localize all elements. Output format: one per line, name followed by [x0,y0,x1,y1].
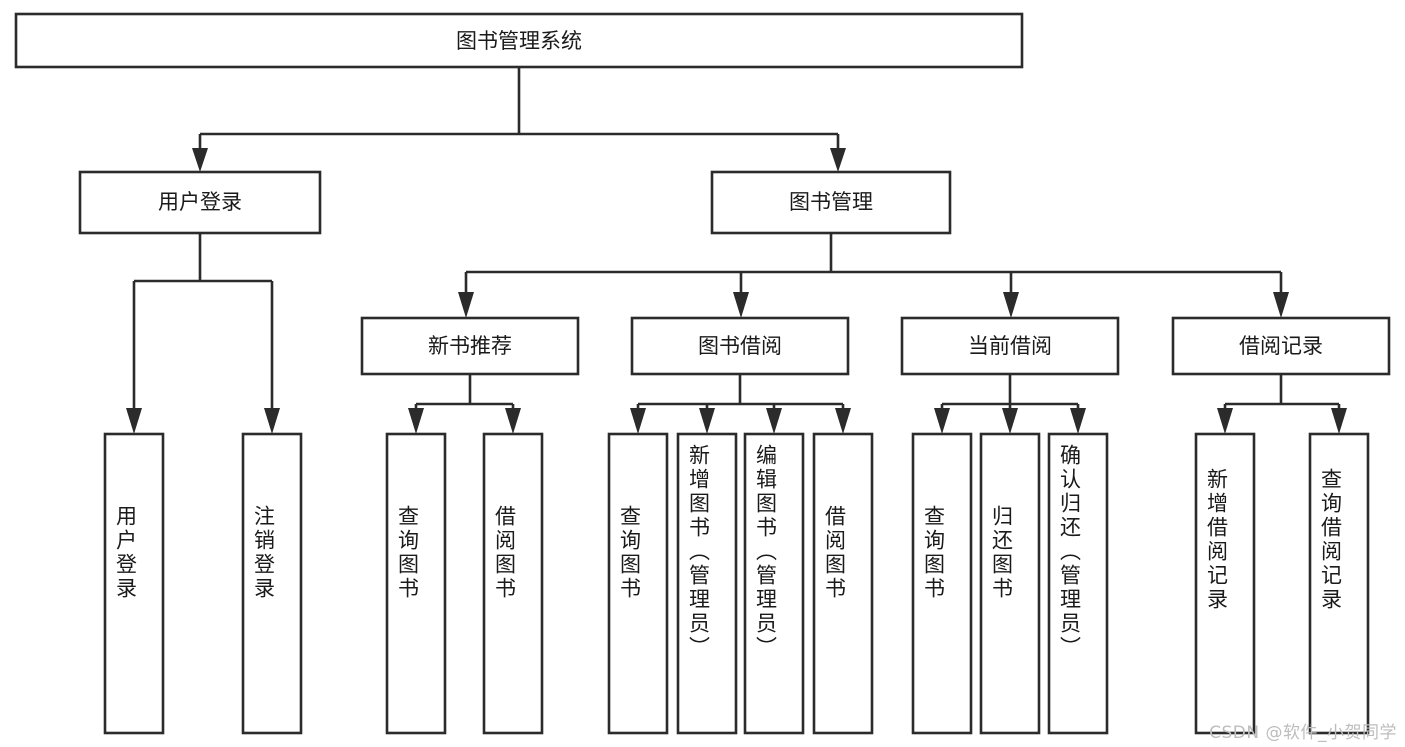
arrow-head-icon [1070,408,1086,434]
arrow-head-icon [1331,408,1347,434]
node-leaf-box-5[interactable] [676,432,738,735]
arrow-head-icon [505,408,521,434]
connector-borrow-to-leaves [636,374,845,412]
arrow-head-icon [934,408,950,434]
node-leaf-box-4[interactable] [607,432,669,735]
node-leaf-box-1[interactable] [241,432,303,735]
arrow-head-icon [830,148,846,172]
arrow-head-icon [458,292,474,318]
arrow-head-icon [1002,408,1018,434]
node-level3-box-3[interactable] [1171,316,1391,376]
connector-bookmgmt-to-level3 [464,233,1283,296]
node-level3-label-1: 图书借阅 [698,334,782,358]
node-level2-label-0: 用户登录 [158,190,242,214]
connector-root-to-level2 [198,67,840,155]
node-root-label: 图书管理系统 [456,29,582,53]
arrow-head-icon [835,408,851,434]
connector-record-to-leaves [1223,374,1341,412]
node-leaf-box-11[interactable] [1194,432,1256,735]
node-level2-box-0[interactable] [78,170,322,235]
watermark-label: CSDN @软件_小贺同学 [1209,723,1397,743]
node-leaf-box-9[interactable] [979,432,1041,735]
node-leaf-label-7: 借阅图书 [822,505,847,601]
arrow-head-icon [1273,292,1289,318]
node-leaf-label-2: 查询图书 [395,505,420,601]
node-leaf-label-4: 查询图书 [617,505,642,601]
node-leaf-label-12: 查询借阅记录 [1318,468,1343,612]
node-leaf-label-1: 注销登录 [251,505,276,601]
arrow-head-icon [699,408,715,434]
node-leaf-label-9: 归还图书 [989,505,1014,601]
connector-current-to-leaves [940,374,1080,412]
node-level3-box-1[interactable] [630,316,850,376]
node-leaf-label-3: 借阅图书 [492,505,517,601]
node-leaf-label-11: 新增借阅记录 [1204,468,1229,612]
node-leaf-box-6[interactable] [743,432,805,735]
node-leaf-label-5: 新增图书（管理员） [686,444,711,660]
node-level2-box-1[interactable] [710,170,952,235]
arrow-head-icon [264,408,280,434]
node-level3-box-0[interactable] [360,316,580,376]
node-level3-label-2: 当前借阅 [968,334,1052,358]
node-leaf-box-0[interactable] [103,432,165,735]
node-root-box[interactable] [14,12,1024,69]
arrow-head-icon [733,292,749,318]
arrow-head-icon [192,148,208,172]
arrow-head-icon [630,408,646,434]
node-level3-label-3: 借阅记录 [1239,334,1323,358]
connector-userlogin-to-leaves [132,233,274,412]
arrow-head-icon [408,408,424,434]
arrow-head-icon [1003,292,1019,318]
arrow-head-icon [126,408,142,434]
node-rect-group: 图书管理系统 用户登录 图书管理 新书推荐 图书借阅 当前借阅 借阅记录 [14,12,1391,735]
connector-newbook-to-leaves [414,374,515,412]
node-leaf-box-10[interactable] [1047,432,1109,735]
node-leaf-label-6: 编辑图书（管理员） [753,444,778,660]
node-leaf-box-7[interactable] [812,432,874,735]
node-leaf-box-12[interactable] [1308,432,1370,735]
arrow-head-icon [1217,408,1233,434]
node-leaf-box-8[interactable] [911,432,973,735]
node-leaf-label-10: 确认归还（管理员） [1057,444,1082,660]
node-leaf-box-2[interactable] [385,432,447,735]
node-leaf-label-8: 查询图书 [921,505,946,601]
node-leaf-box-3[interactable] [482,432,544,735]
node-level3-label-0: 新书推荐 [428,334,512,358]
node-level3-box-2[interactable] [900,316,1120,376]
node-level2-label-1: 图书管理 [789,190,873,214]
connector-group [126,67,1347,434]
node-leaf-label-0: 用户登录 [113,505,138,601]
arrow-head-icon [766,408,782,434]
